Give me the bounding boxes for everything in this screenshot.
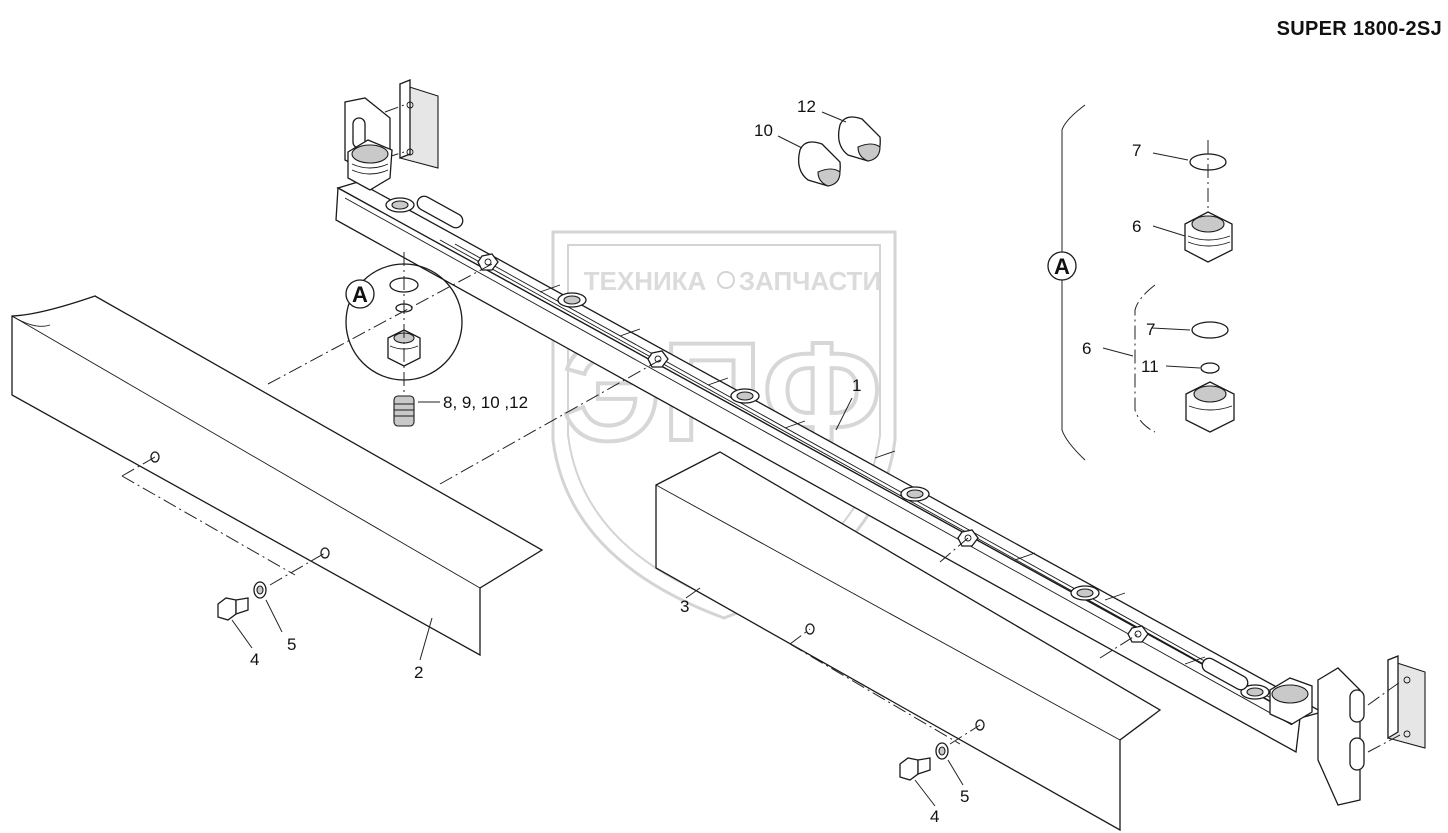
leader-lines xyxy=(231,111,1201,807)
label-3: 3 xyxy=(680,597,689,616)
drawing-title: SUPER 1800-2SJ xyxy=(1276,18,1442,40)
bar-nut-4 xyxy=(1127,625,1149,643)
angle-cover-part-2 xyxy=(11,295,544,657)
nozzle-cap-12 xyxy=(837,116,881,162)
bar-port-1 xyxy=(385,197,415,213)
bar-nut-1 xyxy=(477,253,499,271)
bar-port-2 xyxy=(557,292,587,308)
bar-slot-right xyxy=(1201,657,1249,691)
label-5-left: 5 xyxy=(287,635,296,654)
label-8-9-10-12: 8, 9, 10 ,12 xyxy=(443,393,528,412)
bar-port-4 xyxy=(900,486,930,502)
left-end-bracket xyxy=(344,79,439,191)
washer-5-left xyxy=(253,581,267,599)
label-5-right: 5 xyxy=(960,787,969,806)
label-7-upper: 7 xyxy=(1132,141,1141,160)
bar-port-6 xyxy=(1240,684,1270,700)
detail-a-callout-right: A xyxy=(1054,254,1070,279)
detail-a-panel: A xyxy=(1047,104,1235,461)
fitting-6-lower xyxy=(1185,381,1235,433)
bolt-4-left xyxy=(217,597,249,621)
label-2: 2 xyxy=(414,663,423,682)
fitting-6-upper xyxy=(1184,211,1233,263)
bar-slot-left xyxy=(416,195,464,229)
bar-port-5 xyxy=(1070,585,1100,601)
bar-nut-2 xyxy=(647,350,669,368)
label-10: 10 xyxy=(754,121,773,140)
label-4-right: 4 xyxy=(930,807,939,826)
label-6-lower: 6 xyxy=(1082,339,1091,358)
label-6-upper: 6 xyxy=(1132,217,1141,236)
label-4-left: 4 xyxy=(250,650,259,669)
bolt-4-right xyxy=(899,757,931,781)
nozzle-insert xyxy=(393,395,415,427)
assembly-lines xyxy=(121,263,1139,745)
watermark-line2: ЗАПЧАСТИ xyxy=(739,266,882,296)
label-7-lower: 7 xyxy=(1146,320,1155,339)
label-1: 1 xyxy=(852,376,861,395)
right-end-bracket xyxy=(1269,655,1426,806)
bar-port-3 xyxy=(730,388,760,404)
nozzle-cap-10 xyxy=(797,141,841,187)
detail-a-callout-left: A xyxy=(352,282,368,307)
washer-5-right xyxy=(935,742,949,760)
label-12: 12 xyxy=(797,97,816,116)
angle-cover-part-3 xyxy=(655,451,1162,832)
watermark-line1: ТЕХНИКА xyxy=(584,266,707,296)
label-11: 11 xyxy=(1141,357,1159,376)
detail-a-circle: A xyxy=(345,252,463,392)
main-bar-part-1 xyxy=(335,181,1324,754)
